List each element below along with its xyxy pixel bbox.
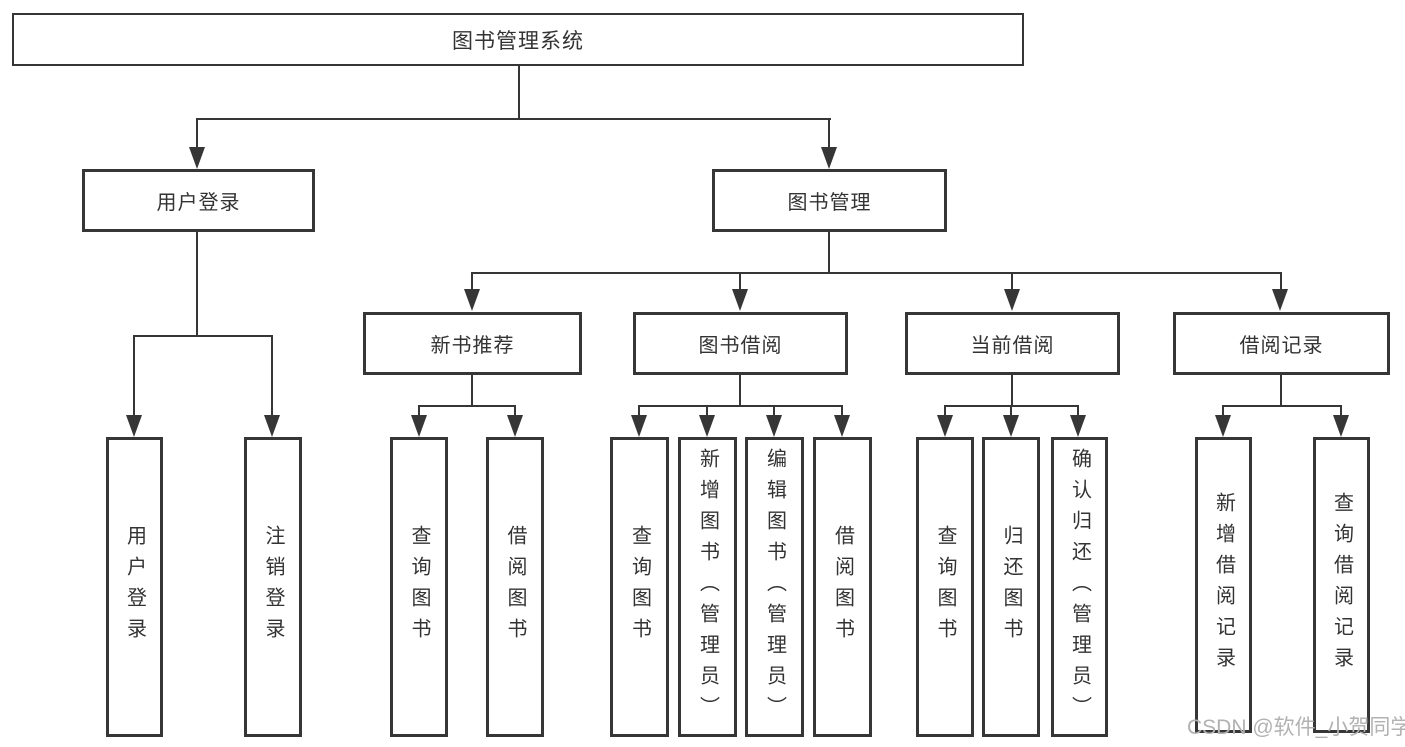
leaf-label: 编辑图书（管理员） bbox=[763, 447, 786, 727]
connector-line bbox=[638, 405, 640, 417]
node-borrow-records-label: 借阅记录 bbox=[1239, 335, 1324, 357]
leaf-borrow-edit-books-admin: 编辑图书（管理员） bbox=[745, 437, 804, 737]
node-book-borrow-label: 图书借阅 bbox=[698, 335, 783, 357]
connector-line bbox=[739, 272, 741, 292]
connector-line bbox=[638, 405, 843, 407]
connector-line bbox=[1077, 405, 1079, 417]
leaf-label: 归还图书 bbox=[1000, 525, 1022, 649]
watermark-text: CSDN @软件_小贺同学 bbox=[1187, 716, 1405, 739]
leaf-label: 借阅图书 bbox=[831, 525, 854, 649]
leaf-label: 新增图书（管理员） bbox=[696, 447, 719, 727]
node-book-borrow: 图书借阅 bbox=[633, 312, 848, 375]
connector-line bbox=[471, 272, 473, 292]
leaf-records-add-record: 新增借阅记录 bbox=[1195, 437, 1252, 733]
connector-line bbox=[1011, 272, 1013, 292]
connector-line bbox=[1280, 375, 1282, 406]
connector-line bbox=[196, 232, 198, 337]
node-book-management: 图书管理 bbox=[712, 169, 947, 232]
connector-line bbox=[706, 405, 708, 417]
connector-line bbox=[271, 335, 273, 417]
arrow-down-icon bbox=[766, 415, 782, 437]
connector-line bbox=[418, 405, 420, 417]
leaf-label: 查询图书 bbox=[628, 525, 651, 649]
node-new-book-recommend: 新书推荐 bbox=[363, 312, 582, 375]
arrow-down-icon bbox=[1272, 289, 1288, 311]
arrow-down-icon bbox=[1004, 289, 1020, 311]
arrow-down-icon bbox=[834, 415, 850, 437]
arrow-down-icon bbox=[732, 289, 748, 311]
node-library-system: 图书管理系统 bbox=[12, 13, 1024, 66]
node-user-login: 用户登录 bbox=[82, 169, 315, 232]
arrow-down-icon bbox=[1070, 415, 1086, 437]
arrow-down-icon bbox=[189, 147, 205, 169]
leaf-label: 确认归还（管理员） bbox=[1068, 447, 1091, 727]
connector-line bbox=[514, 405, 516, 417]
leaf-user-login-label: 用户登录 bbox=[123, 525, 146, 649]
connector-line bbox=[133, 335, 135, 417]
leaf-records-query-record: 查询借阅记录 bbox=[1313, 437, 1370, 733]
arrow-down-icon bbox=[631, 415, 647, 437]
connector-line bbox=[196, 118, 831, 120]
connector-line bbox=[196, 118, 198, 150]
leaf-recommend-borrow-books: 借阅图书 bbox=[486, 437, 544, 737]
arrow-down-icon bbox=[126, 415, 142, 437]
connector-line bbox=[1222, 405, 1224, 417]
node-new-book-recommend-label: 新书推荐 bbox=[430, 335, 515, 357]
connector-line bbox=[518, 66, 520, 119]
leaf-recommend-query-books: 查询图书 bbox=[390, 437, 448, 737]
leaf-label: 借阅图书 bbox=[504, 525, 526, 649]
leaf-label: 查询借阅记录 bbox=[1330, 492, 1353, 678]
node-book-management-label: 图书管理 bbox=[787, 192, 872, 214]
connector-line bbox=[471, 272, 1282, 274]
leaf-current-confirm-return-admin: 确认归还（管理员） bbox=[1051, 437, 1108, 737]
leaf-borrow-borrow-books: 借阅图书 bbox=[813, 437, 872, 737]
connector-line bbox=[773, 405, 775, 417]
connector-line bbox=[418, 405, 516, 407]
node-borrow-records: 借阅记录 bbox=[1173, 312, 1390, 375]
leaf-logout: 注销登录 bbox=[244, 437, 302, 737]
node-user-login-label: 用户登录 bbox=[156, 192, 241, 214]
arrow-down-icon bbox=[699, 415, 715, 437]
connector-line bbox=[828, 232, 830, 274]
node-current-borrow: 当前借阅 bbox=[905, 312, 1120, 375]
connector-line bbox=[1010, 405, 1012, 417]
arrow-down-icon bbox=[464, 289, 480, 311]
leaf-user-login: 用户登录 bbox=[106, 437, 163, 737]
leaf-borrow-add-books-admin: 新增图书（管理员） bbox=[678, 437, 737, 737]
leaf-current-return-books: 归还图书 bbox=[982, 437, 1040, 737]
connector-line bbox=[739, 375, 741, 406]
arrow-down-icon bbox=[411, 415, 427, 437]
connector-line bbox=[841, 405, 843, 417]
leaf-label: 查询图书 bbox=[408, 525, 430, 649]
watermark: CSDN @软件_小贺同学 bbox=[1187, 711, 1405, 741]
leaf-label: 新增借阅记录 bbox=[1212, 492, 1235, 678]
arrow-down-icon bbox=[1333, 415, 1349, 437]
connector-line bbox=[944, 405, 946, 417]
connector-line bbox=[1222, 405, 1341, 407]
connector-line bbox=[471, 375, 473, 406]
arrow-down-icon bbox=[821, 147, 837, 169]
arrow-down-icon bbox=[507, 415, 523, 437]
connector-line bbox=[1340, 405, 1342, 417]
node-library-system-label: 图书管理系统 bbox=[452, 29, 584, 53]
arrow-down-icon bbox=[937, 415, 953, 437]
arrow-down-icon bbox=[1215, 415, 1231, 437]
connector-line bbox=[828, 118, 830, 150]
leaf-label: 查询图书 bbox=[934, 525, 956, 649]
leaf-logout-label: 注销登录 bbox=[262, 525, 284, 649]
connector-line bbox=[133, 335, 273, 337]
node-current-borrow-label: 当前借阅 bbox=[970, 335, 1055, 357]
connector-line bbox=[1280, 272, 1282, 292]
leaf-current-query-books: 查询图书 bbox=[916, 437, 974, 737]
arrow-down-icon bbox=[264, 415, 280, 437]
arrow-down-icon bbox=[1003, 415, 1019, 437]
connector-line bbox=[1011, 375, 1013, 406]
leaf-borrow-query-books: 查询图书 bbox=[610, 437, 669, 737]
